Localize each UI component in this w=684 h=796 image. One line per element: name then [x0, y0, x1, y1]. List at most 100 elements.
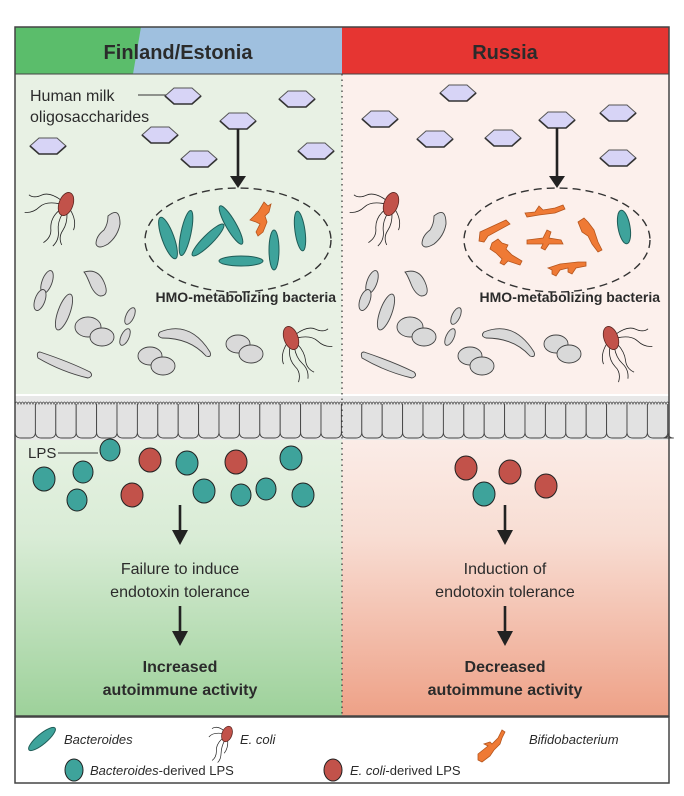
lps-label: LPS: [28, 445, 56, 462]
bacteroides-lps-icon: [230, 483, 252, 507]
epithelial-cell: [34, 404, 57, 439]
legend-bacteroides-icon: [28, 726, 56, 752]
commensal-bacterium-icon: [36, 351, 93, 379]
right-host-bg: [342, 440, 669, 716]
epithelial-cell: [198, 404, 220, 439]
legend-bacteroides-lps-italic: Bacteroides: [90, 763, 159, 778]
arrowhead-icon: [497, 530, 513, 545]
bifidobacterium-icon: [249, 201, 272, 237]
bacteroides-lps-icon: [192, 478, 216, 504]
epithelial-cell: [136, 404, 159, 439]
lps-particles-left: [32, 438, 315, 512]
legend-bacteroides-lps-label: Bacteroides-derived LPS: [90, 763, 234, 778]
bacteroides-icon: [268, 229, 280, 271]
epithelial-cell: [483, 404, 506, 439]
commensal-bacterium-icon: [450, 307, 462, 325]
commensal-bacterium-icon: [421, 211, 447, 248]
legend: Bacteroides E. coli Bifidobacterium Bact…: [14, 716, 670, 784]
commensal-bacterium-icon: [360, 351, 417, 379]
left-step2-line1: Increased: [143, 659, 218, 676]
bacteroides-lps-icon: [279, 445, 303, 471]
epithelial-cell: [157, 404, 179, 439]
legend-ecoli-lps-rest: -derived LPS: [385, 763, 460, 778]
legend-bifidobacterium-icon: [477, 729, 506, 763]
ecoli-lps-icon: [454, 455, 478, 481]
ecoli-lps-icon: [138, 447, 162, 473]
bacteroides-icon: [191, 223, 225, 257]
bacteroides-lps-icon: [72, 460, 94, 484]
bifidobacterium-icon: [526, 229, 564, 251]
commensal-bacterium-icon: [444, 328, 456, 346]
legend-ecoli-lps-italic: E. coli: [350, 763, 387, 778]
hmo-bacteria-cluster-left: [144, 187, 332, 293]
bacteroides-icon: [218, 205, 244, 245]
estonia-color-block: [133, 27, 342, 74]
ecoli-lps-icon: [120, 482, 144, 508]
commensal-bacterium-icon: [150, 356, 176, 376]
epithelial-cell: [381, 404, 404, 439]
epithelial-cell: [524, 404, 546, 439]
bacteroides-icon: [218, 255, 264, 267]
left-step2-line2: autoimmune activity: [103, 682, 258, 699]
left-host-bg: [15, 440, 342, 716]
hmo-bacteria-label-right: HMO-metabolizing bacteria: [480, 289, 661, 305]
bifidobacterium-icon: [546, 261, 587, 277]
epithelial-cell: [361, 404, 383, 439]
arrowhead-icon: [172, 530, 188, 545]
right-step1-line2: endotoxin tolerance: [435, 584, 575, 601]
legend-bifidobacterium-label: Bifidobacterium: [529, 732, 619, 747]
right-step1-line1: Induction of: [464, 561, 547, 578]
header-bar: Finland/Estonia Russia: [15, 27, 669, 74]
hmo-label-line1: Human milk: [30, 88, 115, 105]
epithelial-cell: [279, 404, 302, 439]
legend-bacteroides-label: Bacteroides: [64, 732, 133, 747]
commensal-bacterium-icon: [481, 328, 535, 357]
epithelial-cell: [422, 404, 444, 439]
left-step1-line2: endotoxin tolerance: [110, 584, 250, 601]
bacteroides-lps-icon: [99, 438, 121, 462]
ecoli-icon: [281, 326, 333, 383]
hmo-bacteria-cluster-right: [463, 187, 651, 293]
bacteroides-lps-icon: [255, 477, 277, 501]
commensal-bacterium-icon: [556, 344, 582, 364]
bacteroides-lps-icon: [32, 466, 56, 492]
epithelial-cell: [259, 404, 281, 439]
bacteroides-lps-icon: [472, 481, 496, 507]
right-step2-line2: autoimmune activity: [428, 682, 583, 699]
ecoli-icon: [601, 326, 653, 383]
epithelial-cell: [238, 404, 261, 439]
epithelial-cell: [463, 404, 485, 439]
legend-ecoli-lps-icon: [323, 758, 343, 782]
epithelial-cell: [177, 404, 200, 439]
epithelial-cell: [14, 404, 36, 439]
legend-ecoli-icon: [208, 725, 233, 763]
commensal-bacterium-icon: [238, 344, 264, 364]
arrowhead-icon: [497, 631, 513, 646]
ecoli-icon: [24, 192, 76, 247]
arrowhead-icon: [172, 631, 188, 646]
commensal-bacterium-icon: [469, 356, 495, 376]
bifidobacterium-cluster-right: [478, 204, 603, 277]
ecoli-lps-icon: [498, 459, 522, 485]
commensal-bacterium-icon: [157, 328, 211, 357]
commensal-bacterium-icon: [124, 307, 136, 325]
legend-ecoli-lps-label: E. coli-derived LPS: [350, 763, 461, 778]
bacteroides-lps-icon: [175, 450, 199, 476]
bacteroides-lps-icon: [291, 482, 315, 508]
hmo-bacteria-label-left: HMO-metabolizing bacteria: [156, 289, 337, 305]
commensal-bacterium-icon: [358, 289, 372, 311]
bifidobacterium-icon: [478, 219, 511, 243]
ecoli-lps-icon: [534, 473, 558, 499]
commensal-bacteria-left: [33, 211, 264, 379]
epithelial-cell: [585, 404, 608, 439]
bifidobacterium-icon: [489, 238, 523, 266]
epithelial-cell: [626, 404, 648, 439]
epithelial-cell: [442, 404, 465, 439]
ecoli-icon: [349, 192, 401, 247]
finland-estonia-title: Finland/Estonia: [104, 42, 254, 64]
epithelial-cell: [218, 404, 240, 439]
epithelial-cell: [402, 404, 424, 439]
figure-frame: [14, 26, 670, 717]
russia-title: Russia: [472, 42, 538, 64]
